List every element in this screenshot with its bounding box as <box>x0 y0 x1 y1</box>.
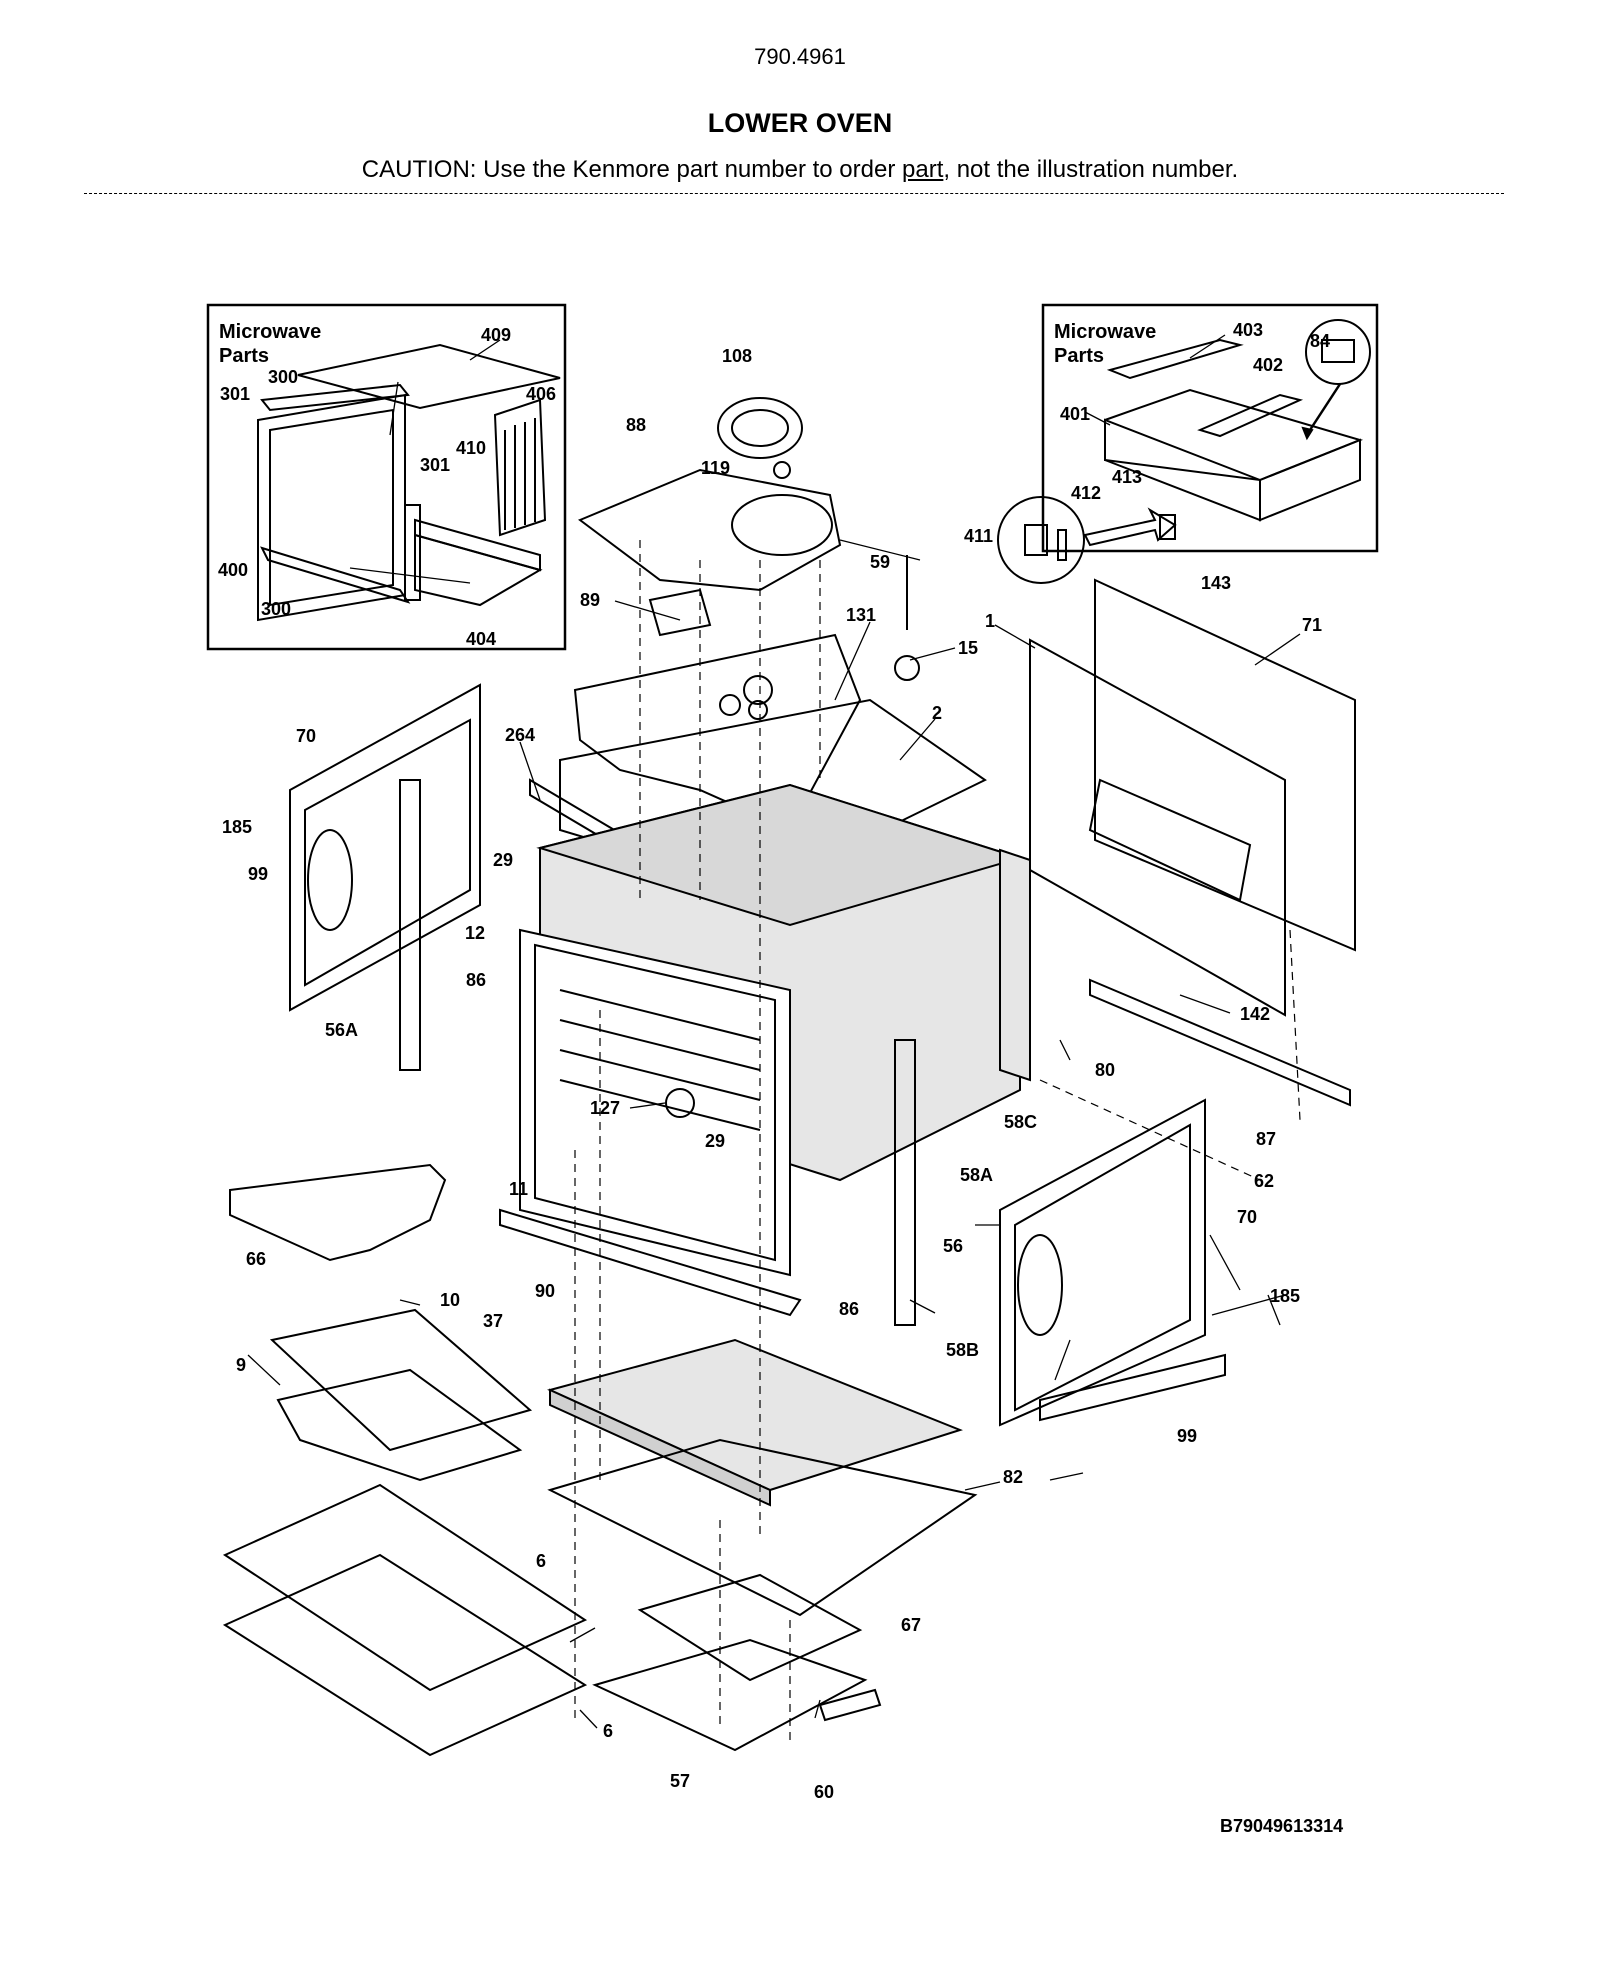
caution-text: CAUTION: Use the Kenmore part number to … <box>361 156 902 183</box>
callout-84: 84 <box>1310 331 1330 351</box>
callout-11: 11 <box>509 1179 528 1199</box>
callout-10: 10 <box>440 1290 460 1310</box>
callout-29: 29 <box>493 850 513 870</box>
callout-80: 80 <box>1095 1060 1115 1080</box>
callout-410: 410 <box>456 438 486 458</box>
callout-56A: 56A <box>325 1020 358 1040</box>
callout-58B: 58B <box>946 1340 979 1360</box>
callout-402: 402 <box>1253 355 1283 375</box>
model-number: 790.4961 <box>754 44 846 69</box>
right-inset-title: Microwave Parts <box>1054 321 1157 367</box>
callout-119: 119 <box>701 458 730 478</box>
callout-108: 108 <box>722 346 752 366</box>
callout-403: 403 <box>1233 320 1263 340</box>
callout-185: 185 <box>222 817 252 837</box>
callout-99: 99 <box>248 864 268 884</box>
callout-301: 301 <box>220 384 250 404</box>
callout-99: 99 <box>1177 1426 1197 1446</box>
callout-412: 412 <box>1071 483 1101 503</box>
callout-411: 411 <box>964 526 993 546</box>
callout-labels: 409 300 301 406 410 301 400 300 404 403 … <box>218 320 1330 1802</box>
callout-406: 406 <box>526 384 556 404</box>
callout-58A: 58A <box>960 1165 993 1185</box>
callout-127: 127 <box>590 1098 620 1118</box>
callout-300: 300 <box>261 599 291 619</box>
callout-37: 37 <box>483 1311 503 1331</box>
callout-60: 60 <box>814 1782 834 1802</box>
callout-6: 6 <box>536 1551 546 1571</box>
callout-86: 86 <box>466 970 486 990</box>
callout-300: 300 <box>268 367 298 387</box>
callout-264: 264 <box>505 725 535 745</box>
callout-70: 70 <box>1237 1207 1257 1227</box>
right-microwave-inset <box>997 303 1379 584</box>
callout-59: 59 <box>870 552 890 572</box>
callout-409: 409 <box>481 325 511 345</box>
callout-142: 142 <box>1240 1004 1270 1024</box>
callout-400: 400 <box>218 560 248 580</box>
callout-1: 1 <box>985 611 995 631</box>
callout-15: 15 <box>958 638 978 658</box>
callout-90: 90 <box>535 1281 555 1301</box>
callout-58C: 58C <box>1004 1112 1037 1132</box>
side-panels <box>289 578 1356 1427</box>
caution-text-end: , not the illustration number. <box>943 156 1239 183</box>
oven-cavity <box>519 783 1031 1277</box>
callout-185: 185 <box>1270 1286 1300 1306</box>
callout-70: 70 <box>296 726 316 746</box>
header-divider <box>84 193 1504 194</box>
callout-82: 82 <box>1003 1467 1023 1487</box>
callout-71: 71 <box>1302 615 1322 635</box>
callout-87: 87 <box>1256 1129 1276 1149</box>
callout-301: 301 <box>420 455 450 475</box>
callout-62: 62 <box>1254 1171 1274 1191</box>
callout-131: 131 <box>846 605 876 625</box>
callout-86: 86 <box>839 1299 859 1319</box>
caution-part-link[interactable]: part <box>902 156 944 183</box>
callout-12: 12 <box>465 923 485 943</box>
callout-6: 6 <box>603 1721 613 1741</box>
callout-413: 413 <box>1112 467 1142 487</box>
callout-67: 67 <box>901 1615 921 1635</box>
left-inset-title: Microwave Parts <box>219 321 322 367</box>
drawing-code: B79049613314 <box>1220 1816 1344 1836</box>
callout-56: 56 <box>943 1236 963 1256</box>
callout-29: 29 <box>705 1131 725 1151</box>
page-title: LOWER OVEN <box>707 108 893 138</box>
left-microwave-inset <box>206 303 567 651</box>
callout-66: 66 <box>246 1249 266 1269</box>
callout-89: 89 <box>580 590 600 610</box>
callout-143: 143 <box>1201 573 1231 593</box>
assembly-guide-lines <box>574 540 1301 1740</box>
callout-leaders <box>247 334 1301 1729</box>
lower-assembly <box>222 1163 978 1757</box>
caution-note: CAUTION: Use the Kenmore part number to … <box>0 156 1600 184</box>
callout-2: 2 <box>932 703 942 723</box>
callout-401: 401 <box>1060 404 1090 424</box>
callout-9: 9 <box>236 1355 246 1375</box>
callout-88: 88 <box>626 415 646 435</box>
callout-57: 57 <box>670 1771 690 1791</box>
callout-404: 404 <box>466 629 496 649</box>
